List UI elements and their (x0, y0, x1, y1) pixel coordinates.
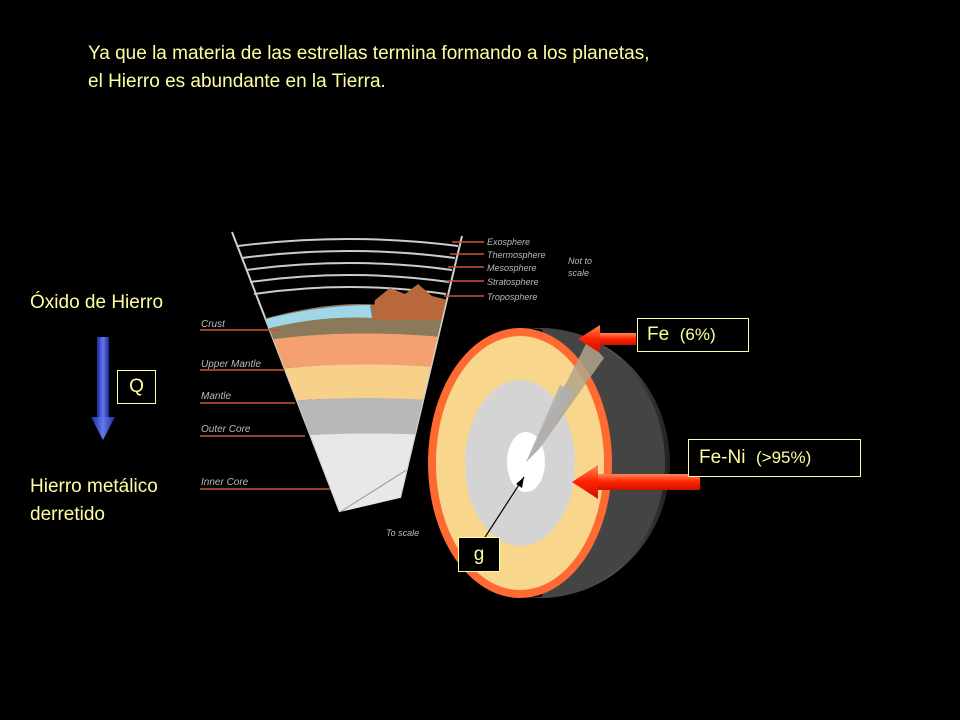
fe-red-arrow (578, 325, 636, 353)
fe-symbol: Fe (647, 324, 670, 345)
feni-percent: (>95%) (756, 448, 812, 467)
label-troposphere: Troposphere (487, 292, 537, 302)
iron-oxide-label: Óxido de Hierro (30, 292, 164, 313)
gravity-callout: g (458, 537, 500, 572)
label-not-to: Not to (568, 256, 592, 266)
fe-percent: (6%) (679, 325, 716, 344)
label-to-scale: To scale (386, 528, 419, 538)
label-outer-core: Outer Core (201, 424, 251, 435)
gravity-line (477, 476, 525, 549)
label-mesosphere: Mesosphere (487, 263, 537, 273)
earth-cross-section (428, 328, 670, 598)
molten-iron-label: Hierro metálico derretido (30, 473, 230, 529)
title-line-1: Ya que la materia de las estrellas termi… (88, 43, 650, 64)
fe-callout: Fe (6%) (637, 318, 749, 352)
downward-blue-arrow (91, 337, 115, 440)
label-thermosphere: Thermosphere (487, 250, 546, 260)
label-scale: scale (568, 268, 589, 278)
label-inner-core: Inner Core (201, 477, 249, 488)
feni-callout: Fe-Ni (>95%) (688, 439, 861, 477)
heat-symbol-box: Q (117, 370, 156, 404)
label-crust: Crust (201, 319, 226, 330)
label-stratosphere: Stratosphere (487, 277, 539, 287)
title-line-2: el Hierro es abundante en la Tierra. (88, 71, 386, 92)
atmosphere-wedge (231, 231, 484, 513)
molten-iron-line-1: Hierro metálico (30, 476, 158, 497)
feni-red-arrow (572, 465, 700, 499)
heat-symbol: Q (129, 376, 144, 397)
label-mantle: Mantle (201, 391, 231, 402)
slide-title: Ya que la materia de las estrellas termi… (88, 40, 908, 96)
label-upper-mantle: Upper Mantle (201, 359, 261, 370)
label-exosphere: Exosphere (487, 237, 530, 247)
gravity-symbol: g (473, 543, 485, 565)
feni-symbol: Fe-Ni (699, 447, 746, 468)
molten-iron-line-2: derretido (30, 504, 105, 525)
